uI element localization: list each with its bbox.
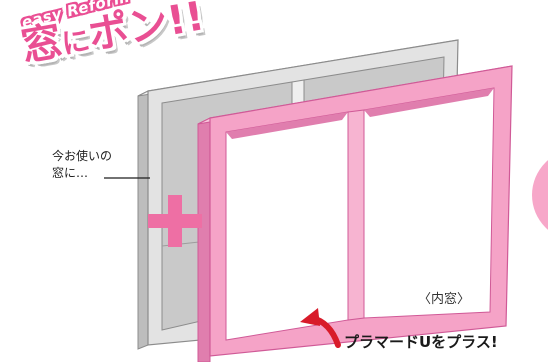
existing-window-label-line-1: 今お使いの xyxy=(52,149,113,163)
caption: プラマードUをプラス! xyxy=(344,333,498,351)
plus-icon xyxy=(148,195,202,247)
inner-window xyxy=(197,65,513,362)
existing-window-label: 今お使いの 窓に… xyxy=(52,148,112,182)
headline-part-1: 窓 xyxy=(18,18,66,71)
existing-window-label-line-2: 窓に… xyxy=(52,166,89,180)
pink-circle-decoration xyxy=(532,160,548,230)
inner-window-label: 〈内窓〉 xyxy=(418,292,471,307)
